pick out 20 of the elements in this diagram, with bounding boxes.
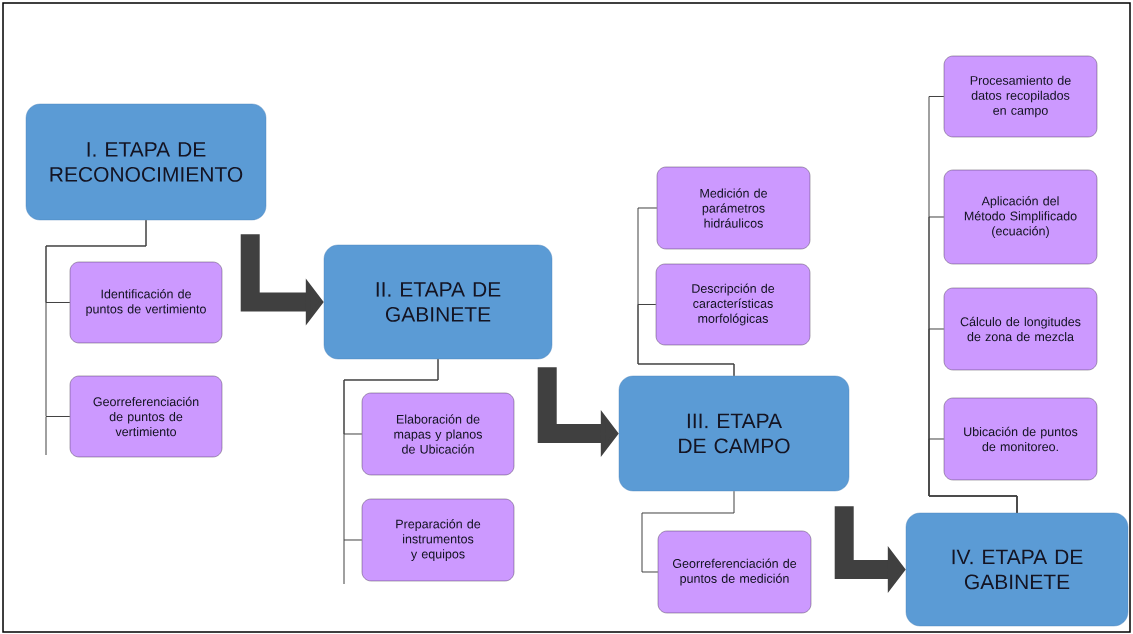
connector-line — [641, 490, 735, 573]
step-box: Identificación de puntos de vertimiento — [69, 261, 223, 344]
step-box: Medición de parámetros hidráulicos — [656, 166, 811, 250]
step-box: Ubicación de puntos de monitoreo. — [943, 397, 1098, 481]
connector-line — [343, 358, 439, 541]
connector-line — [928, 438, 1018, 514]
step-box: Aplicación del Método Simplificado (ecuación) — [943, 169, 1098, 265]
step-box: Georreferenciación de puntos de vertimiento — [69, 375, 223, 458]
connector-line — [637, 304, 735, 377]
step-box: Cálculo de longitudes de zona de mezcla — [943, 287, 1098, 371]
step-box: Descripción de características morfológicas — [655, 263, 811, 346]
stage-box: III. ETAPA DE CAMPO — [618, 375, 850, 492]
step-box: Preparación de instrumentos y equipos — [361, 498, 515, 582]
step-box: Elaboración de mapas y planos de Ubicación — [361, 392, 515, 476]
connector-line — [45, 219, 147, 417]
stage-box: II. ETAPA DE GABINETE — [323, 244, 553, 360]
step-box: Georreferenciación de puntos de medición — [657, 530, 812, 614]
step-box: Procesamiento de datos recopilados en campo — [943, 55, 1098, 138]
stage-box: IV. ETAPA DE GABINETE — [905, 512, 1129, 627]
stage-box: I. ETAPA DE RECONOCIMIENTO — [25, 103, 267, 221]
